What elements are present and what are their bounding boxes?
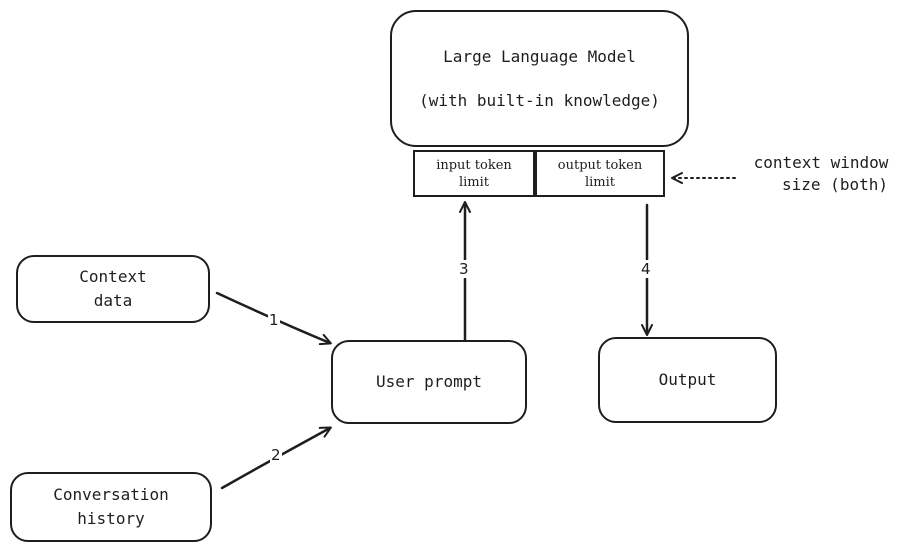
- llm-title: Large Language Model: [443, 46, 636, 66]
- edge-label-2: 2: [270, 446, 282, 464]
- output-label: Output: [658, 370, 717, 389]
- llm-subtitle: (with built-in knowledge): [419, 90, 660, 110]
- user-prompt-box: User prompt: [331, 340, 527, 424]
- context-window-line2: size (both): [782, 175, 888, 194]
- context-data-line2: data: [93, 291, 133, 310]
- edge-label-4: 4: [640, 260, 652, 278]
- context-window-label: context window size (both): [741, 152, 901, 196]
- input-token-limit-box: input token limit: [413, 150, 535, 197]
- edge-label-3: 3: [458, 260, 470, 278]
- conversation-history-box: Conversation history: [10, 472, 212, 542]
- user-prompt-label: User prompt: [376, 372, 482, 391]
- input-token-limit-line2: limit: [458, 174, 490, 190]
- llm-box: Large Language Model (with built-in know…: [390, 10, 689, 147]
- context-data-line1: Context: [79, 267, 147, 286]
- output-token-limit-box: output token limit: [535, 150, 665, 197]
- output-box: Output: [598, 337, 777, 423]
- edge-label-1: 1: [268, 311, 280, 329]
- output-token-limit-line1: output token: [557, 157, 643, 173]
- conversation-history-line2: history: [77, 509, 145, 528]
- conversation-history-line1: Conversation: [53, 485, 169, 504]
- context-window-line1: context window: [753, 153, 889, 172]
- context-data-box: Context data: [16, 255, 210, 323]
- input-token-limit-line1: input token: [436, 157, 512, 173]
- output-token-limit-line2: limit: [584, 174, 616, 190]
